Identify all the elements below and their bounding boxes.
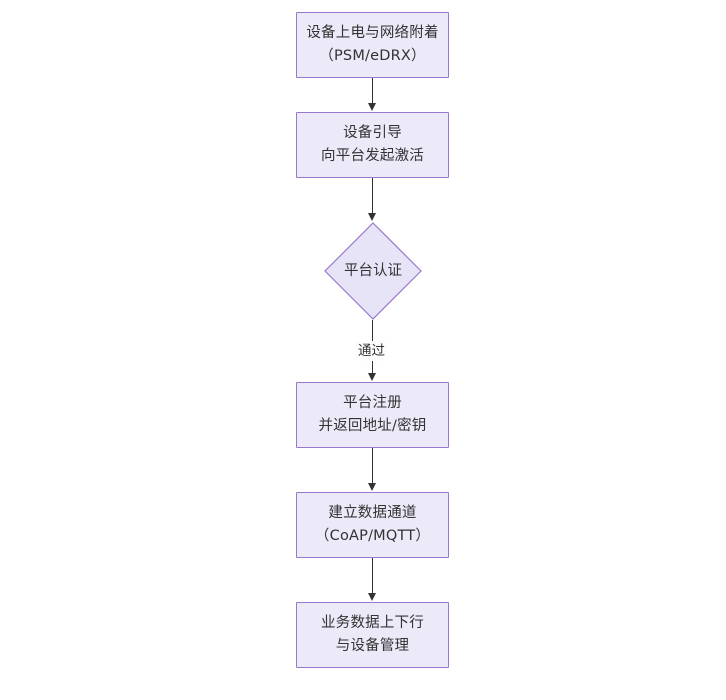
flow-node-label: 业务数据上下行 与设备管理 [321,615,424,654]
flow-node-label: 设备引导 向平台发起激活 [321,125,424,164]
flow-node-label: 设备上电与网络附着 （PSM/eDRX） [306,25,439,64]
flow-node-data-channel[interactable]: 建立数据通道 （CoAP/MQTT） [296,492,449,558]
diamond-shape-icon [324,222,422,320]
flow-node-device-bootstrap[interactable]: 设备引导 向平台发起激活 [296,112,449,178]
flow-arrowhead-n3-n4 [368,373,376,381]
flow-connector-n5-n6 [372,558,373,594]
flow-connector-n1-n2 [372,78,373,104]
flow-node-platform-register[interactable]: 平台注册 并返回地址/密钥 [296,382,449,448]
flow-connector-n4-n5 [372,448,373,484]
flow-arrowhead-n5-n6 [368,593,376,601]
flow-node-label: 平台认证 [344,262,402,279]
flow-connector-n2-n3 [372,178,373,214]
flow-edge-label-pass: 通过 [355,341,388,361]
flow-node-device-power-on[interactable]: 设备上电与网络附着 （PSM/eDRX） [296,12,449,78]
flow-node-label: 建立数据通道 （CoAP/MQTT） [314,505,431,544]
flow-arrowhead-n4-n5 [368,483,376,491]
flow-arrowhead-n2-n3 [368,213,376,221]
flow-node-label: 平台注册 并返回地址/密钥 [318,395,427,434]
flow-node-platform-auth-decision[interactable]: 平台认证 [324,222,422,320]
flow-arrowhead-n1-n2 [368,103,376,111]
flow-node-business-data[interactable]: 业务数据上下行 与设备管理 [296,602,449,668]
